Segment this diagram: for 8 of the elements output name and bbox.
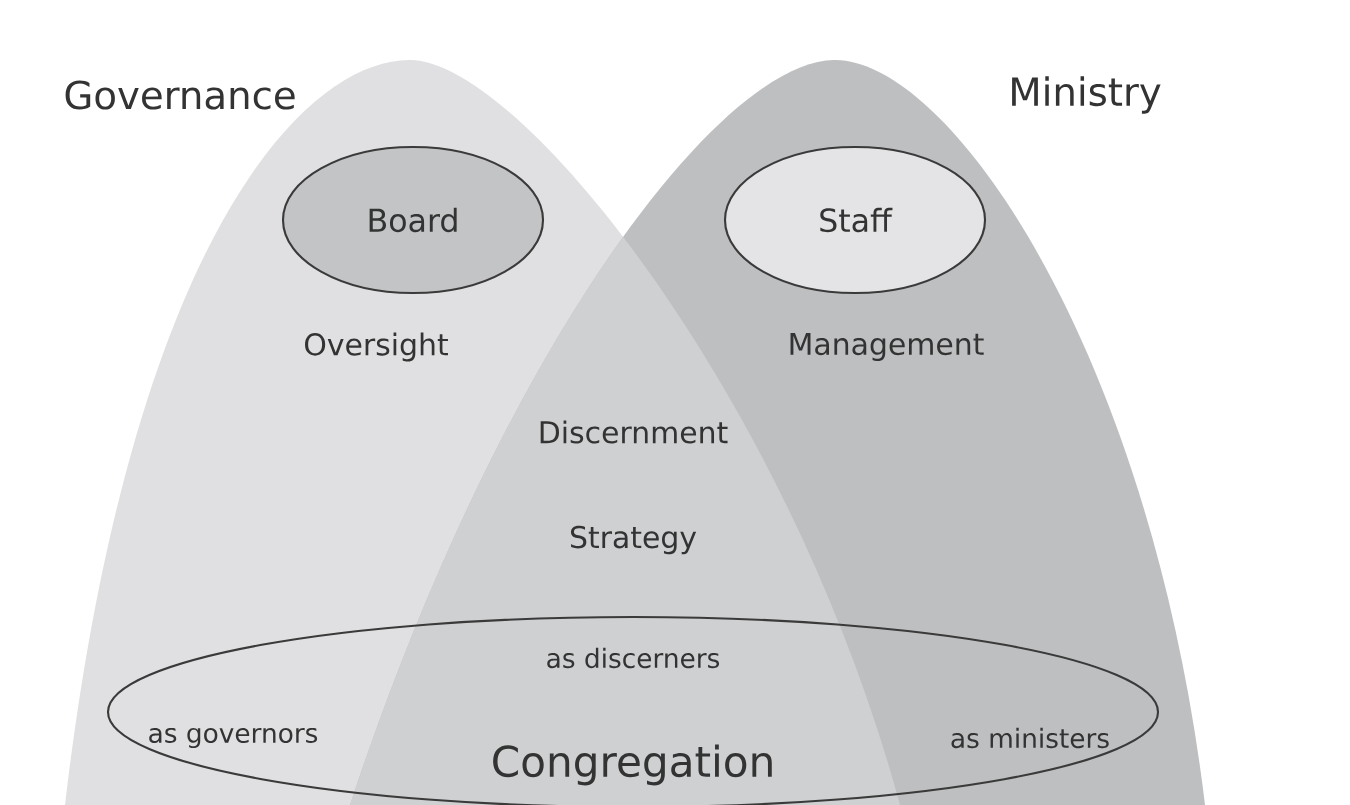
region-heading: Governance — [65, 80, 295, 110]
ellipse-node: Board — [281, 145, 545, 295]
region-label: Strategy — [570, 525, 697, 555]
region-label: Management — [790, 333, 984, 361]
region-label: Oversight — [305, 332, 448, 362]
region-label: Discernment — [540, 420, 728, 444]
ellipse-node: Staff — [723, 145, 987, 295]
region-heading: Ministry — [1012, 76, 1161, 114]
